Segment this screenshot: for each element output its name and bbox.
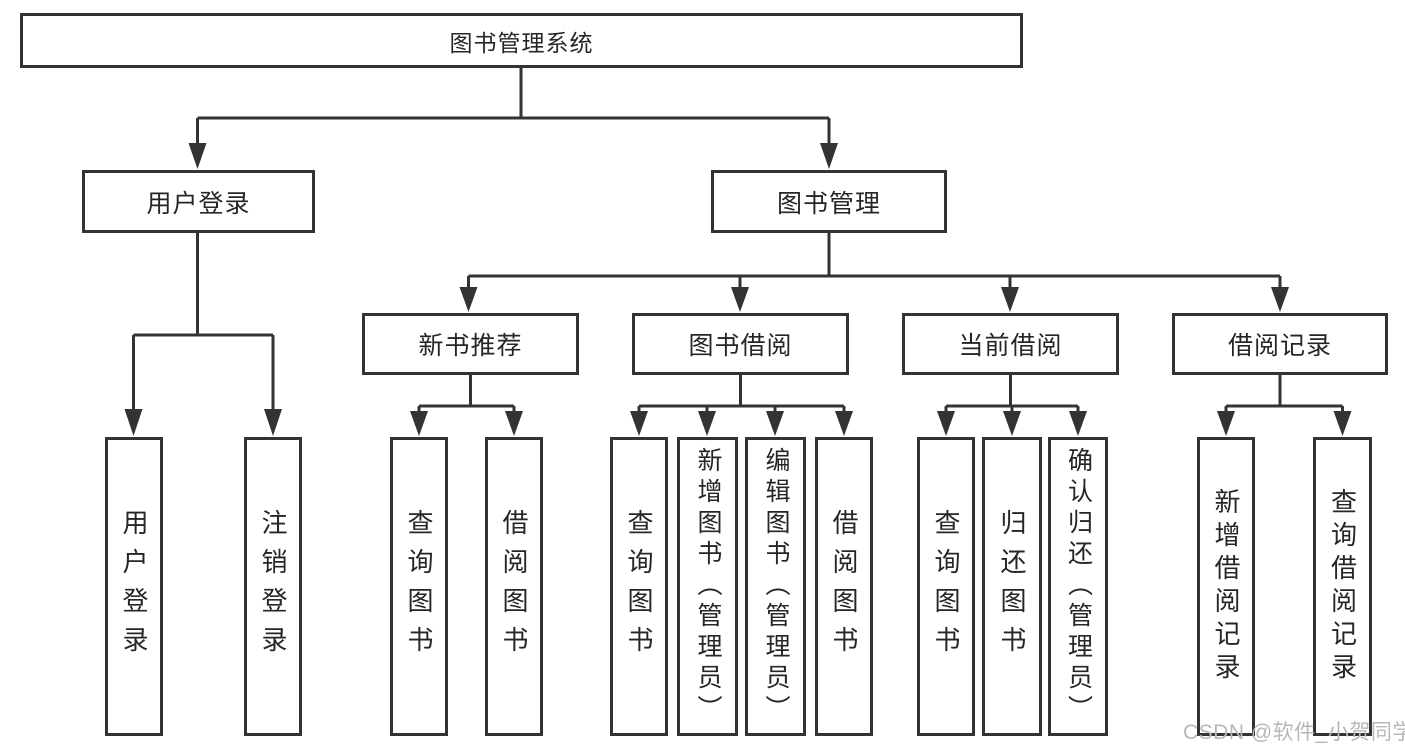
arrowhead bbox=[1217, 411, 1235, 436]
arrowhead bbox=[698, 411, 716, 436]
arrowhead bbox=[1333, 411, 1352, 436]
leaf-confirm-return-admin: 确认归还（管理员） bbox=[1048, 437, 1108, 736]
node-label: 用户登录 bbox=[146, 189, 251, 218]
node-current-borrowing: 当前借阅 bbox=[902, 313, 1119, 375]
leaf-return-books: 归还图书 bbox=[982, 437, 1042, 736]
arrowhead bbox=[1003, 411, 1021, 436]
arrowhead bbox=[766, 411, 784, 436]
edge-current-borrow-to-children bbox=[937, 375, 1087, 436]
edge-new-book-rec-to-children bbox=[410, 375, 523, 436]
node-label: 借阅图书 bbox=[829, 508, 859, 665]
node-user-login: 用户登录 bbox=[82, 170, 315, 233]
node-new-book-recommendation: 新书推荐 bbox=[362, 313, 579, 375]
node-label: 查询图书 bbox=[404, 508, 434, 665]
node-label: 归还图书 bbox=[997, 508, 1027, 665]
node-label: 编辑图书（管理员） bbox=[762, 447, 790, 726]
node-book-management: 图书管理 bbox=[711, 170, 947, 233]
csdn-watermark: CSDN @软件_小贺同学 bbox=[1183, 721, 1405, 744]
arrowhead bbox=[731, 287, 749, 312]
node-label: 借阅记录 bbox=[1227, 332, 1332, 360]
node-label: 图书管理系统 bbox=[449, 29, 594, 56]
arrowhead bbox=[505, 411, 523, 436]
node-label: 新书推荐 bbox=[418, 332, 523, 360]
edge-borrow-records-to-children bbox=[1217, 375, 1352, 436]
node-book-borrowing: 图书借阅 bbox=[632, 313, 849, 375]
leaf-user-login: 用户登录 bbox=[105, 437, 163, 736]
arrowhead bbox=[459, 287, 478, 312]
arrowhead bbox=[937, 411, 955, 436]
node-label: 图书借阅 bbox=[688, 332, 793, 360]
node-label: 借阅图书 bbox=[499, 508, 529, 665]
node-label: 图书管理 bbox=[776, 189, 881, 218]
leaf-query-borrow-record: 查询借阅记录 bbox=[1313, 437, 1372, 736]
node-label: 查询借阅记录 bbox=[1327, 487, 1358, 686]
leaf-add-borrow-record: 新增借阅记录 bbox=[1197, 437, 1255, 736]
node-label: 注销登录 bbox=[258, 508, 288, 665]
leaf-query-books-borrowing: 查询图书 bbox=[610, 437, 668, 736]
leaf-logout: 注销登录 bbox=[244, 437, 302, 736]
edge-book-management-to-children bbox=[459, 233, 1289, 312]
leaf-add-book-admin: 新增图书（管理员） bbox=[677, 437, 738, 736]
node-borrowing-records: 借阅记录 bbox=[1172, 313, 1388, 375]
arrowhead bbox=[1069, 411, 1087, 436]
node-label: 当前借阅 bbox=[958, 332, 1063, 360]
leaf-query-books-current: 查询图书 bbox=[917, 437, 975, 736]
node-label: 确认归还（管理员） bbox=[1064, 447, 1093, 726]
arrowhead bbox=[124, 409, 143, 436]
arrowhead bbox=[410, 411, 428, 436]
edge-root-to-level2 bbox=[188, 68, 838, 169]
arrowhead bbox=[1001, 287, 1019, 312]
leaf-borrow-books-recommend: 借阅图书 bbox=[485, 437, 543, 736]
arrowhead bbox=[264, 409, 282, 436]
leaf-borrow-books-borrowing: 借阅图书 bbox=[815, 437, 873, 736]
node-label: 新增借阅记录 bbox=[1211, 487, 1241, 686]
arrowhead bbox=[1271, 287, 1289, 312]
node-library-management-system: 图书管理系统 bbox=[20, 13, 1023, 68]
leaf-edit-book-admin: 编辑图书（管理员） bbox=[745, 437, 806, 736]
node-label: 查询图书 bbox=[624, 508, 654, 665]
node-label: 查询图书 bbox=[931, 508, 961, 665]
node-label: 新增图书（管理员） bbox=[694, 447, 722, 726]
edge-user-login-to-children bbox=[124, 233, 282, 436]
leaf-query-books-recommend: 查询图书 bbox=[390, 437, 448, 736]
edge-book-borrow-to-children bbox=[630, 375, 853, 436]
arrowhead bbox=[188, 143, 207, 169]
arrowhead bbox=[820, 143, 838, 169]
node-label: 用户登录 bbox=[119, 508, 149, 665]
arrowhead bbox=[835, 411, 853, 436]
arrowhead bbox=[630, 411, 648, 436]
